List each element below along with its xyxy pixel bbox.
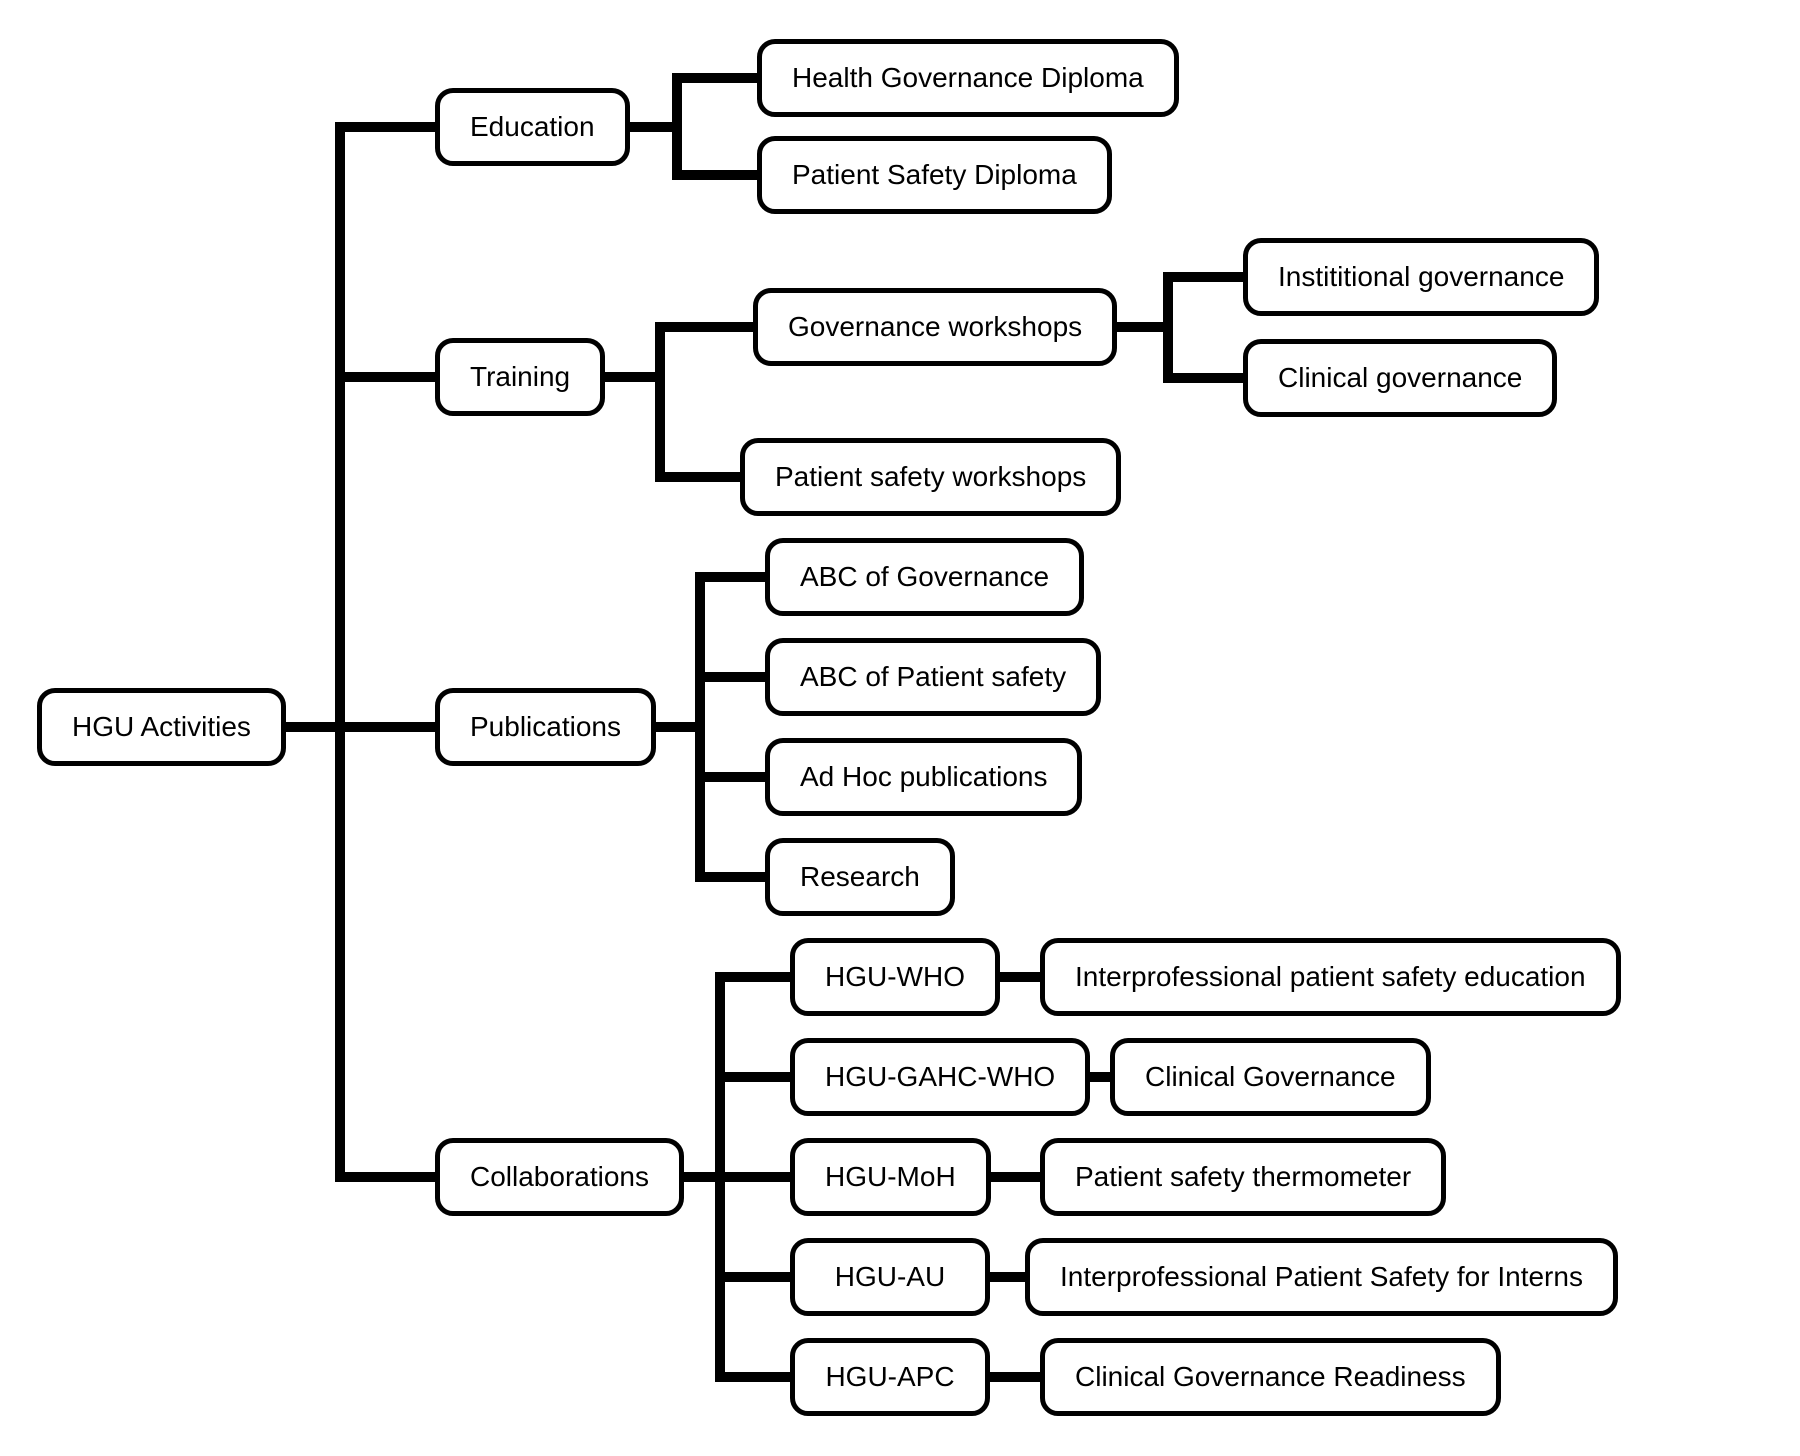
node-training: Training (435, 338, 606, 416)
connector-path (281, 73, 1248, 1382)
node-clinical-governance-readiness: Clinical Governance Readiness (1040, 1338, 1501, 1416)
node-hgu-au: HGU-AU (790, 1238, 990, 1316)
node-ad-hoc-publications: Ad Hoc publications (765, 738, 1083, 816)
node-collaborations: Collaborations (435, 1138, 684, 1216)
node-clinical-governance: Clinical governance (1243, 339, 1558, 417)
node-patient-safety-thermometer: Patient safety thermometer (1040, 1138, 1447, 1216)
node-publications: Publications (435, 688, 656, 766)
node-hgu-moh: HGU-MoH (790, 1138, 991, 1216)
node-hgu-gahc-who: HGU-GAHC-WHO (790, 1038, 1091, 1116)
node-hgu-apc: HGU-APC (790, 1338, 990, 1416)
node-hgu-activities: HGU Activities (37, 688, 286, 766)
node-clinical-governance-collab: Clinical Governance (1110, 1038, 1431, 1116)
node-governance-workshops: Governance workshops (753, 288, 1118, 366)
node-education: Education (435, 88, 630, 166)
node-patient-safety-diploma: Patient Safety Diploma (757, 136, 1112, 214)
node-abc-of-governance: ABC of Governance (765, 538, 1085, 616)
node-research: Research (765, 838, 955, 916)
node-health-governance-diploma: Health Governance Diploma (757, 39, 1179, 117)
node-interprofessional-patient-safety-for-interns: Interprofessional Patient Safety for Int… (1025, 1238, 1618, 1316)
node-patient-safety-workshops: Patient safety workshops (740, 438, 1122, 516)
node-instititional-governance: Instititional governance (1243, 238, 1600, 316)
node-hgu-who: HGU-WHO (790, 938, 1000, 1016)
node-interprofessional-patient-safety-education: Interprofessional patient safety educati… (1040, 938, 1621, 1016)
node-abc-of-patient-safety: ABC of Patient safety (765, 638, 1102, 716)
